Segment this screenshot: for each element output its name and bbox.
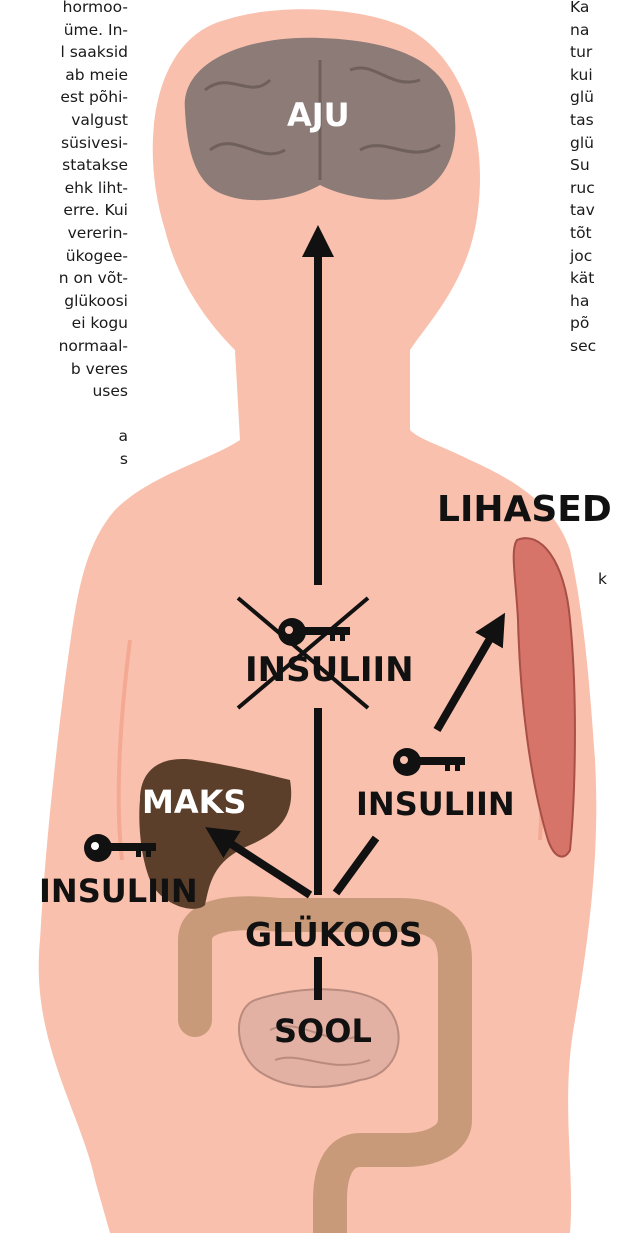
brain-label: AJU (287, 96, 350, 134)
right-line: kui (570, 64, 620, 87)
left-line: ab meie (0, 64, 128, 87)
left-line: normaal- (0, 335, 128, 358)
right-line: joc (570, 245, 620, 268)
right-line: glü (570, 86, 620, 109)
left-line: valgust (0, 109, 128, 132)
right-line: tav (570, 199, 620, 222)
left-line: ehk liht- (0, 177, 128, 200)
left-line: statakse (0, 154, 128, 177)
left-line: hormoo- (0, 0, 128, 19)
right-body-text: Ka na tur kui glü tas glü Su ruc tav tõt… (570, 0, 620, 358)
left-line: n on võt- (0, 267, 128, 290)
right-line: tas (570, 109, 620, 132)
right-stray-letter: k (598, 570, 607, 588)
right-line: Su (570, 154, 620, 177)
right-line: ha (570, 290, 620, 313)
right-line: põ (570, 312, 620, 335)
left-line: s (0, 448, 128, 471)
right-line: ruc (570, 177, 620, 200)
insulin-right-label: INSULIIN (356, 785, 515, 823)
left-line: a (0, 425, 128, 448)
right-line: na (570, 19, 620, 42)
left-line: est põhi- (0, 86, 128, 109)
intestine-label: SOOL (274, 1012, 372, 1050)
glucose-label: GLÜKOOS (245, 915, 423, 954)
right-line: glü (570, 132, 620, 155)
liver-label: MAKS (142, 783, 246, 821)
left-line: ükogee- (0, 245, 128, 268)
right-line: tur (570, 41, 620, 64)
left-line: vererin- (0, 222, 128, 245)
muscles-label: LIHASED (437, 489, 612, 530)
left-body-text: hormoo- üme. In- l saaksid ab meie est p… (0, 0, 128, 470)
left-line: glükoosi (0, 290, 128, 313)
left-line: erre. Kui (0, 199, 128, 222)
right-line: tõt (570, 222, 620, 245)
left-line (0, 403, 128, 426)
left-line: ei kogu (0, 312, 128, 335)
right-line: Ka (570, 0, 620, 19)
left-line: l saaksid (0, 41, 128, 64)
left-line: b veres (0, 358, 128, 381)
insulin-left-label: INSULIIN (39, 872, 198, 910)
right-line: kät (570, 267, 620, 290)
left-line: süsivesi- (0, 132, 128, 155)
left-line: uses (0, 380, 128, 403)
right-line: sec (570, 335, 620, 358)
insulin-center-label: INSULIIN (245, 650, 414, 690)
left-line: üme. In- (0, 19, 128, 42)
